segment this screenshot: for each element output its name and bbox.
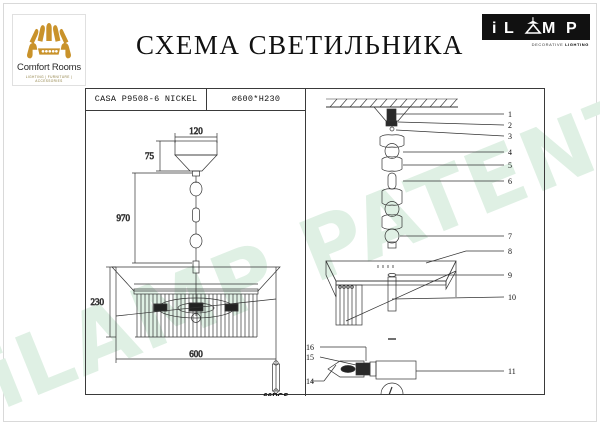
screw-part bbox=[386, 108, 397, 122]
svg-text:P: P bbox=[566, 20, 580, 37]
chain-link-a bbox=[387, 172, 397, 190]
comfort-rooms-tagline: LIGHTING | FURNITURE | ACCESSORIES bbox=[25, 75, 73, 83]
socket-ring bbox=[369, 361, 377, 377]
canopy-cone bbox=[174, 154, 218, 172]
ceiling-bracket bbox=[373, 106, 411, 122]
dimensions-cell: ⌀600*H230 bbox=[231, 94, 281, 104]
info-cell-separator bbox=[206, 89, 207, 110]
support-post bbox=[387, 276, 397, 312]
bulb-symbol-circle bbox=[380, 382, 404, 394]
dim-230: 230 bbox=[91, 297, 105, 307]
comfort-rooms-logo: Comfort Rooms LIGHTING | FURNITURE | ACC… bbox=[12, 14, 86, 86]
ilamp-wordmark-icon: i L M P bbox=[482, 14, 590, 40]
ring-part bbox=[389, 126, 395, 132]
callout-2: 2 bbox=[508, 121, 512, 130]
chain-ball-1 bbox=[189, 181, 203, 197]
crystal-cluster bbox=[335, 284, 363, 326]
callout-15: 15 bbox=[306, 353, 314, 362]
page-title: СХЕМА СВЕТИЛЬНИКА bbox=[136, 30, 464, 60]
callout-8: 8 bbox=[508, 247, 512, 256]
bulb-filament bbox=[388, 386, 393, 394]
drawing-frame: CASA P9508-6 NICKEL ⌀600*H230 120 75 bbox=[85, 88, 545, 396]
crown-icon bbox=[27, 23, 71, 59]
chain-cover-3 bbox=[381, 188, 403, 206]
callout-11: 11 bbox=[508, 367, 516, 376]
chain-ball-a bbox=[384, 143, 400, 159]
ilamp-tagline: DECORATIVE LIGHTING bbox=[482, 42, 590, 47]
stem-part bbox=[387, 241, 397, 249]
ilamp-logo: i L M P DECORATIVE LIGHTING bbox=[482, 14, 590, 47]
dim-120: 120 bbox=[189, 126, 203, 136]
callout-5: 5 bbox=[508, 161, 512, 170]
shade-body-top bbox=[325, 260, 457, 282]
socket-block bbox=[355, 362, 371, 376]
hook-part bbox=[384, 228, 400, 244]
callout-3: 3 bbox=[508, 132, 512, 141]
nut-part bbox=[385, 120, 398, 127]
chain-cover-4 bbox=[381, 214, 403, 230]
ceiling-hatch bbox=[326, 98, 458, 108]
dim-970: 970 bbox=[117, 213, 131, 223]
callout-10: 10 bbox=[508, 293, 516, 302]
comfort-rooms-name: Comfort Rooms bbox=[17, 62, 81, 73]
svg-text:L: L bbox=[504, 20, 517, 37]
chain-ball-2 bbox=[189, 233, 203, 249]
callout-numbers: 1 2 3 4 5 6 7 8 9 10 11 12 13 14 15 16 bbox=[306, 110, 516, 386]
canopy-neck bbox=[192, 170, 200, 177]
svg-text:i: i bbox=[492, 20, 499, 37]
ilamp-logo-box: i L M P bbox=[482, 14, 590, 40]
chain-ball-b bbox=[384, 201, 400, 217]
callout-9: 9 bbox=[508, 271, 512, 280]
canopy-top bbox=[174, 140, 218, 156]
dim-600: 600 bbox=[189, 349, 203, 359]
ilamp-tagline-light: DECORATIVE bbox=[531, 42, 566, 47]
assembly-drawing: 120 75 970 bbox=[90, 126, 289, 396]
svg-text:M: M bbox=[542, 20, 558, 37]
shade-vents bbox=[377, 265, 394, 268]
chain-cover-1 bbox=[379, 134, 405, 148]
crystal-count-label: 66PCS bbox=[263, 392, 289, 396]
exploded-view: 1 2 3 4 5 6 7 8 9 10 11 12 13 14 15 16 bbox=[306, 98, 516, 394]
bulb-body bbox=[375, 360, 417, 380]
panel-divider bbox=[305, 89, 306, 396]
chain-link-1 bbox=[192, 207, 200, 223]
callout-7: 7 bbox=[508, 232, 512, 241]
info-bar-divider bbox=[86, 110, 305, 111]
callout-6: 6 bbox=[508, 177, 512, 186]
callout-1: 1 bbox=[508, 110, 512, 119]
model-cell: CASA P9508-6 NICKEL bbox=[94, 94, 198, 104]
callout-4: 4 bbox=[508, 148, 512, 157]
callout-16: 16 bbox=[306, 343, 314, 352]
rod-detail-bottom bbox=[273, 388, 279, 394]
dim-75: 75 bbox=[145, 151, 155, 161]
ilamp-tagline-bold: LIGHTING bbox=[565, 42, 589, 47]
crystal-rods bbox=[136, 294, 258, 337]
callout-14: 14 bbox=[306, 377, 314, 386]
chain-cover-2 bbox=[381, 156, 403, 172]
